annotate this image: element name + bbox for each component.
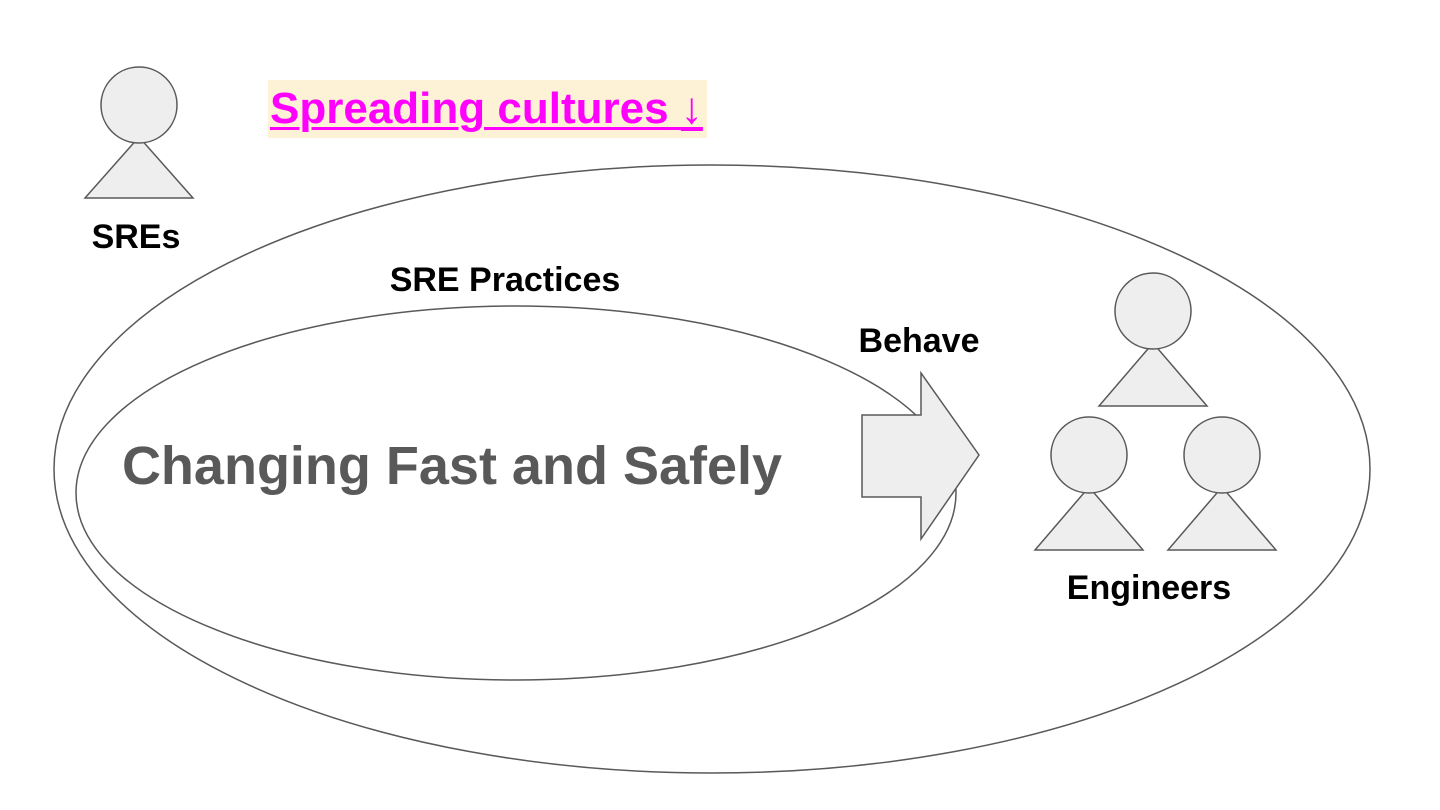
sres-label: SREs xyxy=(92,218,181,256)
sre-practices-label: SRE Practices xyxy=(390,261,621,299)
outer-ellipse xyxy=(53,164,1371,774)
sre-person-icon xyxy=(83,66,195,199)
title-text: Spreading cultures xyxy=(270,84,669,133)
behave-label: Behave xyxy=(859,322,980,360)
engineer-person-icon xyxy=(1166,416,1278,551)
title-link[interactable]: Spreading cultures ↓ xyxy=(268,80,707,138)
inner-ellipse xyxy=(75,305,957,681)
right-arrow-icon xyxy=(861,370,980,542)
down-arrow-icon: ↓ xyxy=(680,84,703,133)
engineer-person-icon xyxy=(1097,272,1209,407)
engineer-person-icon xyxy=(1033,416,1145,551)
engineers-label: Engineers xyxy=(1067,569,1231,607)
center-text: Changing Fast and Safely xyxy=(122,436,782,496)
